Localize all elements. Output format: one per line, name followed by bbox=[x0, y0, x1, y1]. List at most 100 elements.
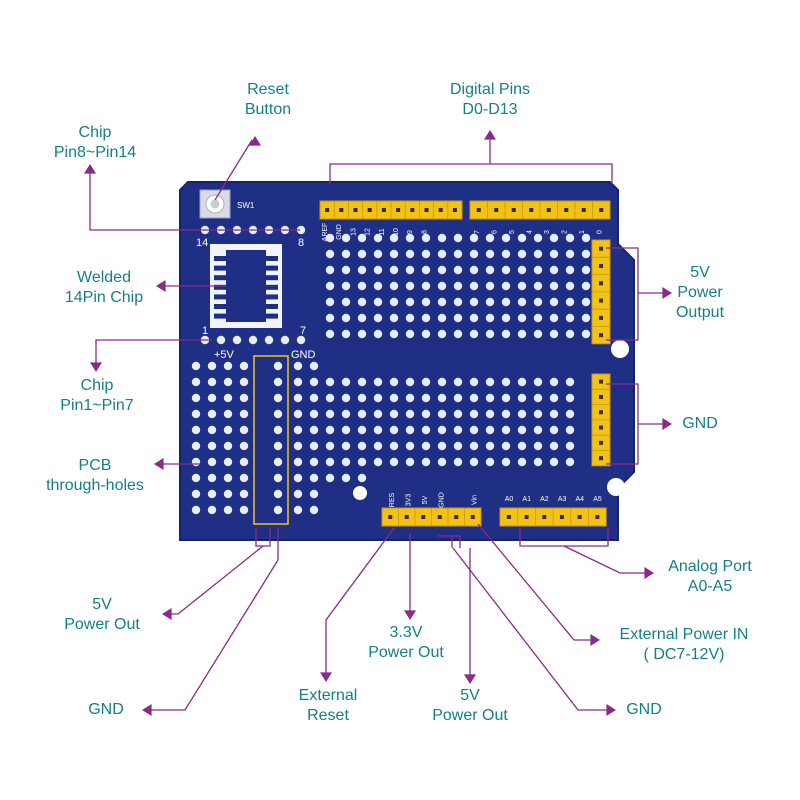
pin-mark: A5 bbox=[593, 496, 602, 503]
through-hole bbox=[239, 425, 249, 435]
arrowhead bbox=[464, 674, 476, 684]
through-hole bbox=[309, 505, 319, 515]
through-hole bbox=[549, 441, 559, 451]
through-hole bbox=[223, 505, 233, 515]
pin-mark: 11 bbox=[379, 228, 386, 235]
through-hole bbox=[389, 457, 399, 467]
through-hole bbox=[549, 313, 559, 323]
through-hole bbox=[533, 393, 543, 403]
through-hole bbox=[549, 409, 559, 419]
through-hole bbox=[533, 425, 543, 435]
through-hole bbox=[341, 425, 351, 435]
through-hole bbox=[309, 473, 319, 483]
arrowhead bbox=[84, 164, 96, 174]
pin-headers bbox=[319, 200, 611, 527]
through-hole bbox=[207, 393, 217, 403]
through-hole bbox=[357, 265, 367, 275]
through-hole bbox=[273, 473, 283, 483]
through-hole bbox=[293, 425, 303, 435]
through-hole bbox=[421, 313, 431, 323]
arrowhead bbox=[154, 458, 164, 470]
through-hole bbox=[191, 441, 201, 451]
digital-header-left bbox=[319, 200, 463, 220]
through-hole bbox=[357, 329, 367, 339]
through-hole bbox=[280, 335, 290, 345]
through-hole bbox=[207, 377, 217, 387]
through-hole bbox=[549, 281, 559, 291]
through-hole bbox=[223, 361, 233, 371]
pin-mark: 3V3 bbox=[406, 494, 413, 507]
through-hole bbox=[405, 233, 415, 243]
label-line: D0-D13 bbox=[462, 101, 518, 118]
arrowhead bbox=[606, 704, 616, 716]
through-hole bbox=[264, 335, 274, 345]
through-hole bbox=[341, 329, 351, 339]
chip-pin14-mark: 14 bbox=[196, 237, 208, 249]
through-hole bbox=[501, 265, 511, 275]
label-line: A0-A5 bbox=[687, 578, 733, 595]
arrowhead bbox=[404, 610, 416, 620]
gnd-header bbox=[591, 373, 611, 467]
through-hole bbox=[373, 329, 383, 339]
through-hole bbox=[421, 377, 431, 387]
through-hole bbox=[191, 361, 201, 371]
through-hole bbox=[501, 329, 511, 339]
pin-mark: RES bbox=[389, 492, 396, 507]
pin-mark: 10 bbox=[393, 228, 400, 236]
through-hole bbox=[405, 425, 415, 435]
through-hole bbox=[405, 393, 415, 403]
chip-leg bbox=[214, 313, 226, 319]
chip-leg bbox=[266, 313, 278, 319]
through-hole bbox=[501, 297, 511, 307]
label-line: 5V bbox=[92, 596, 112, 613]
through-hole bbox=[421, 265, 431, 275]
through-hole bbox=[501, 281, 511, 291]
through-hole bbox=[517, 329, 527, 339]
through-hole bbox=[239, 457, 249, 467]
through-hole bbox=[239, 489, 249, 499]
chip-leg bbox=[266, 265, 278, 271]
through-hole bbox=[216, 335, 226, 345]
through-hole bbox=[389, 313, 399, 323]
through-hole bbox=[223, 441, 233, 451]
through-hole bbox=[453, 313, 463, 323]
label-line: Chip bbox=[78, 124, 112, 141]
through-hole bbox=[405, 313, 415, 323]
through-hole bbox=[421, 409, 431, 419]
through-hole bbox=[325, 457, 335, 467]
through-hole bbox=[469, 425, 479, 435]
through-hole bbox=[357, 457, 367, 467]
arrowhead bbox=[320, 672, 332, 682]
through-hole bbox=[565, 441, 575, 451]
through-hole bbox=[239, 441, 249, 451]
through-hole bbox=[485, 249, 495, 259]
through-hole bbox=[405, 409, 415, 419]
through-hole bbox=[453, 457, 463, 467]
through-hole bbox=[389, 297, 399, 307]
through-hole bbox=[469, 409, 479, 419]
through-hole bbox=[549, 233, 559, 243]
through-hole bbox=[565, 393, 575, 403]
through-hole bbox=[293, 489, 303, 499]
through-hole bbox=[517, 297, 527, 307]
through-hole bbox=[341, 393, 351, 403]
label-line: GND bbox=[682, 415, 718, 432]
through-hole bbox=[437, 297, 447, 307]
chip-leg bbox=[214, 265, 226, 271]
label-line: Power bbox=[677, 284, 723, 301]
pin-mark: A0 bbox=[505, 496, 514, 503]
through-hole bbox=[469, 313, 479, 323]
through-hole bbox=[273, 425, 283, 435]
through-hole bbox=[405, 297, 415, 307]
through-hole bbox=[293, 505, 303, 515]
arrowhead bbox=[590, 634, 600, 646]
through-hole bbox=[437, 441, 447, 451]
through-hole bbox=[293, 361, 303, 371]
